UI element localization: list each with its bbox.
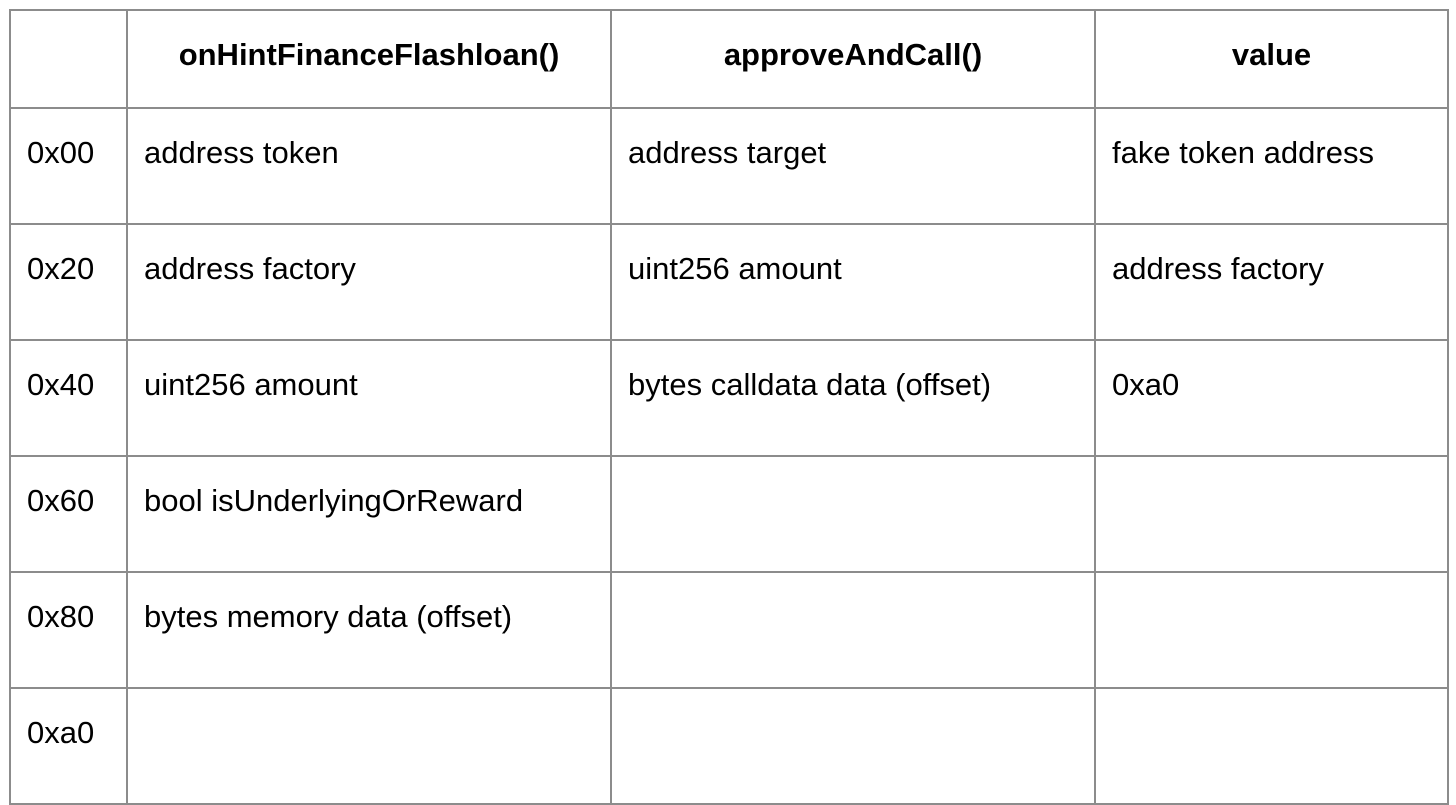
- calldata-layout-table: onHintFinanceFlashloan() approveAndCall(…: [9, 9, 1449, 805]
- value-cell: [1094, 455, 1449, 573]
- table-row: 0x20 address factory uint256 amount addr…: [9, 223, 1449, 341]
- approveandcall-param-cell: uint256 amount: [610, 223, 1096, 341]
- flashloan-param-cell: uint256 amount: [126, 339, 612, 457]
- approveandcall-param-cell: address target: [610, 107, 1096, 225]
- header-approveandcall: approveAndCall(): [610, 9, 1096, 109]
- value-cell: fake token address: [1094, 107, 1449, 225]
- flashloan-param-cell: bool isUnderlyingOrReward: [126, 455, 612, 573]
- value-cell: [1094, 571, 1449, 689]
- flashloan-param-cell: bytes memory data (offset): [126, 571, 612, 689]
- offset-cell: 0x80: [9, 571, 128, 689]
- flashloan-param-cell: [126, 687, 612, 805]
- calldata-layout-table-container: onHintFinanceFlashloan() approveAndCall(…: [9, 9, 1449, 805]
- approveandcall-param-cell: [610, 455, 1096, 573]
- header-offset: [9, 9, 128, 109]
- table-row: 0x00 address token address target fake t…: [9, 107, 1449, 225]
- offset-cell: 0x40: [9, 339, 128, 457]
- approveandcall-param-cell: [610, 687, 1096, 805]
- value-cell: address factory: [1094, 223, 1449, 341]
- table-row: 0xa0: [9, 687, 1449, 805]
- table-row: 0x40 uint256 amount bytes calldata data …: [9, 339, 1449, 457]
- flashloan-param-cell: address token: [126, 107, 612, 225]
- approveandcall-param-cell: [610, 571, 1096, 689]
- header-row: onHintFinanceFlashloan() approveAndCall(…: [9, 9, 1449, 109]
- table-row: 0x80 bytes memory data (offset): [9, 571, 1449, 689]
- table-row: 0x60 bool isUnderlyingOrReward: [9, 455, 1449, 573]
- flashloan-param-cell: address factory: [126, 223, 612, 341]
- header-onhintfinanceflashloan: onHintFinanceFlashloan(): [126, 9, 612, 109]
- offset-cell: 0x60: [9, 455, 128, 573]
- offset-cell: 0x20: [9, 223, 128, 341]
- approveandcall-param-cell: bytes calldata data (offset): [610, 339, 1096, 457]
- offset-cell: 0x00: [9, 107, 128, 225]
- offset-cell: 0xa0: [9, 687, 128, 805]
- value-cell: 0xa0: [1094, 339, 1449, 457]
- value-cell: [1094, 687, 1449, 805]
- header-value: value: [1094, 9, 1449, 109]
